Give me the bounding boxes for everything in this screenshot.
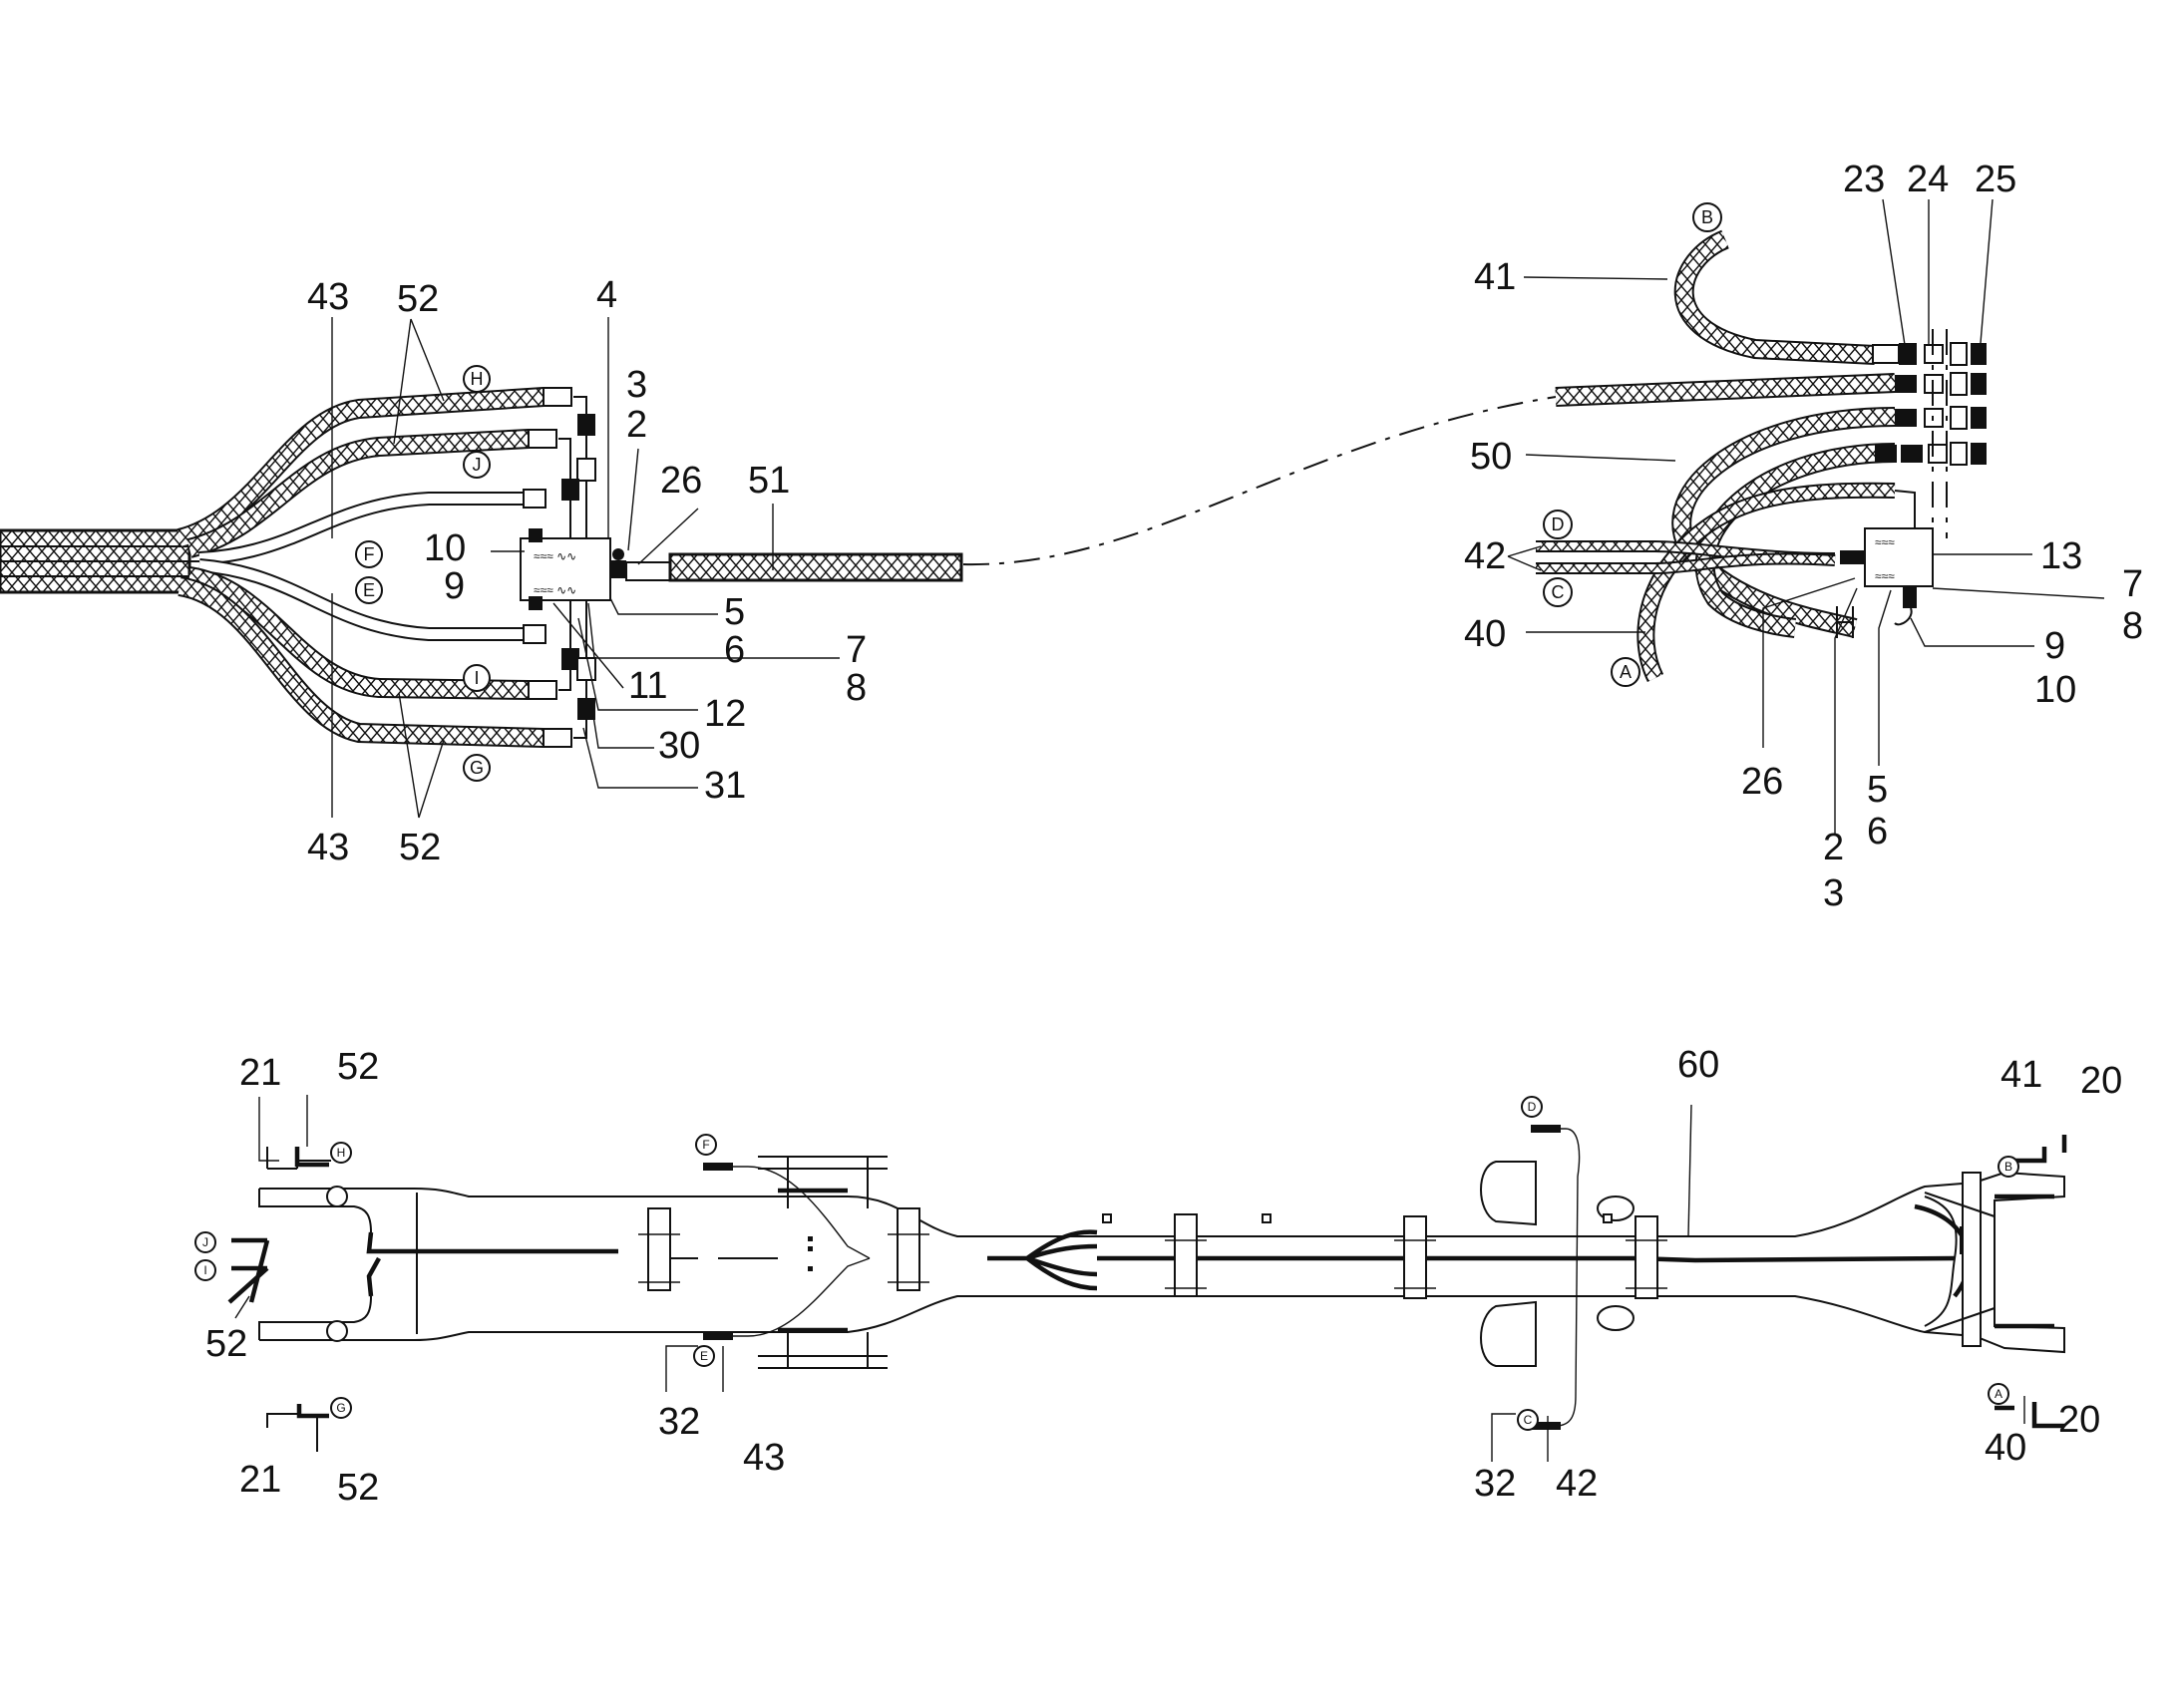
callout-52-top: 52 [397,278,439,320]
callout-5: 5 [724,591,745,633]
lower-ref-letter-D: D [1528,1100,1537,1114]
crossmembers [638,1172,1982,1347]
lower-callout-52-left: 52 [205,1323,247,1365]
lower-callout-20-top: 20 [2080,1060,2122,1102]
lower-callout-21-top: 21 [239,1052,281,1094]
callout-2: 2 [1823,827,1844,868]
lower-ref-letter-E: E [700,1349,708,1363]
upper-right-reference-letters: B D C A [1543,202,1722,687]
callout-26: 26 [1741,761,1783,803]
callout-43-bottom: 43 [307,827,349,868]
callout-10: 10 [2034,669,2076,711]
ref-letter-F: F [364,544,375,564]
lower-ref-letter-C: C [1524,1413,1533,1427]
continuation-line [962,396,1557,566]
callout-26: 26 [660,460,702,502]
lower-callout-52-bottom: 52 [337,1467,379,1509]
upper-right-leader-lines [1507,198,2105,834]
svg-text:≈≈≈: ≈≈≈ [1875,535,1895,549]
ref-letter-C: C [1552,582,1565,602]
lower-callout-40: 40 [1985,1427,2026,1469]
callout-40: 40 [1464,613,1506,655]
callout-51: 51 [748,460,790,502]
callout-4: 4 [596,274,617,316]
callout-9: 9 [2044,625,2065,667]
callout-23: 23 [1843,159,1885,200]
lower-ref-letter-J: J [202,1235,208,1249]
lower-ref-letter-H: H [337,1146,346,1160]
chassis-frame [258,1125,2065,1430]
lower-ref-letter-G: G [336,1401,345,1415]
callout-8: 8 [2122,605,2143,647]
ref-letter-I: I [474,668,479,688]
right-manifold-block [1864,527,1934,587]
callout-3: 3 [626,364,647,406]
lower-ref-letter-B: B [2004,1160,2012,1174]
callout-43-top: 43 [307,276,349,318]
lower-callout-42: 42 [1556,1463,1598,1505]
lower-callout-60: 60 [1677,1044,1719,1086]
callout-7: 7 [846,629,867,671]
callout-24: 24 [1907,159,1949,200]
lower-callout-20-bottom: 20 [2058,1399,2100,1441]
callout-25: 25 [1975,159,2016,200]
ref-letter-G: G [470,758,484,778]
callout-50: 50 [1470,436,1512,478]
callout-9: 9 [444,565,465,607]
ref-letter-B: B [1701,207,1713,227]
ref-letter-A: A [1620,662,1632,682]
callout-13: 13 [2040,535,2082,577]
lower-callout-41: 41 [2000,1054,2042,1096]
callout-3: 3 [1823,872,1844,914]
left-hose-bundle: ≈≈≈ ∿∿ ≈≈≈ ∿∿ [0,387,963,748]
callout-8: 8 [846,667,867,709]
upper-left-reference-letters: H J F E I G [355,365,491,782]
callout-12: 12 [704,693,746,735]
upper-left-leader-lines [331,317,840,819]
callout-2: 2 [626,404,647,446]
lower-ref-letter-A: A [1995,1387,2002,1401]
lower-reference-letters: H J I G F E D C B A [194,1096,2019,1431]
callout-10: 10 [424,527,466,569]
lower-leader-lines [234,1095,2025,1462]
callout-7: 7 [2122,563,2143,605]
lower-callout-52-top: 52 [337,1046,379,1088]
callout-42: 42 [1464,535,1506,577]
right-fitting-stack [1872,329,1987,538]
right-hose-assembly: ≈≈≈ ≈≈≈ [1536,229,1987,683]
callout-31: 31 [704,765,746,807]
callout-41: 41 [1474,256,1516,298]
lower-brackets [227,1135,2067,1452]
ref-letter-H: H [471,369,484,389]
svg-text:≈≈≈ ∿∿: ≈≈≈ ∿∿ [534,549,576,563]
lower-ref-letter-F: F [702,1138,709,1152]
svg-text:≈≈≈: ≈≈≈ [1875,569,1895,583]
lower-callouts: 21 52 52 21 52 32 43 60 41 20 32 42 40 2… [205,1044,2122,1509]
lower-callout-32-left: 32 [658,1401,700,1443]
lower-ref-letter-I: I [203,1263,206,1277]
callout-6: 6 [724,629,745,671]
ref-letter-J: J [473,455,482,475]
lower-callout-32-right: 32 [1474,1463,1516,1505]
left-manifold-block [520,537,611,601]
ref-letter-E: E [363,580,375,600]
lower-callout-43: 43 [743,1437,785,1479]
callout-6: 6 [1867,811,1888,853]
upper-right-callouts: 41 23 24 25 50 42 40 13 7 8 9 10 26 2 3 … [1464,159,2143,914]
lower-callout-21-bottom: 21 [239,1459,281,1501]
ref-letter-D: D [1552,514,1565,534]
callout-30: 30 [658,725,700,767]
callout-5: 5 [1867,769,1888,811]
callout-11: 11 [628,665,667,707]
upper-left-callouts: 43 52 4 3 2 26 51 10 9 5 6 7 8 11 12 30 … [307,274,867,868]
svg-text:≈≈≈ ∿∿: ≈≈≈ ∿∿ [534,583,576,597]
callout-52-bottom: 52 [399,827,441,868]
